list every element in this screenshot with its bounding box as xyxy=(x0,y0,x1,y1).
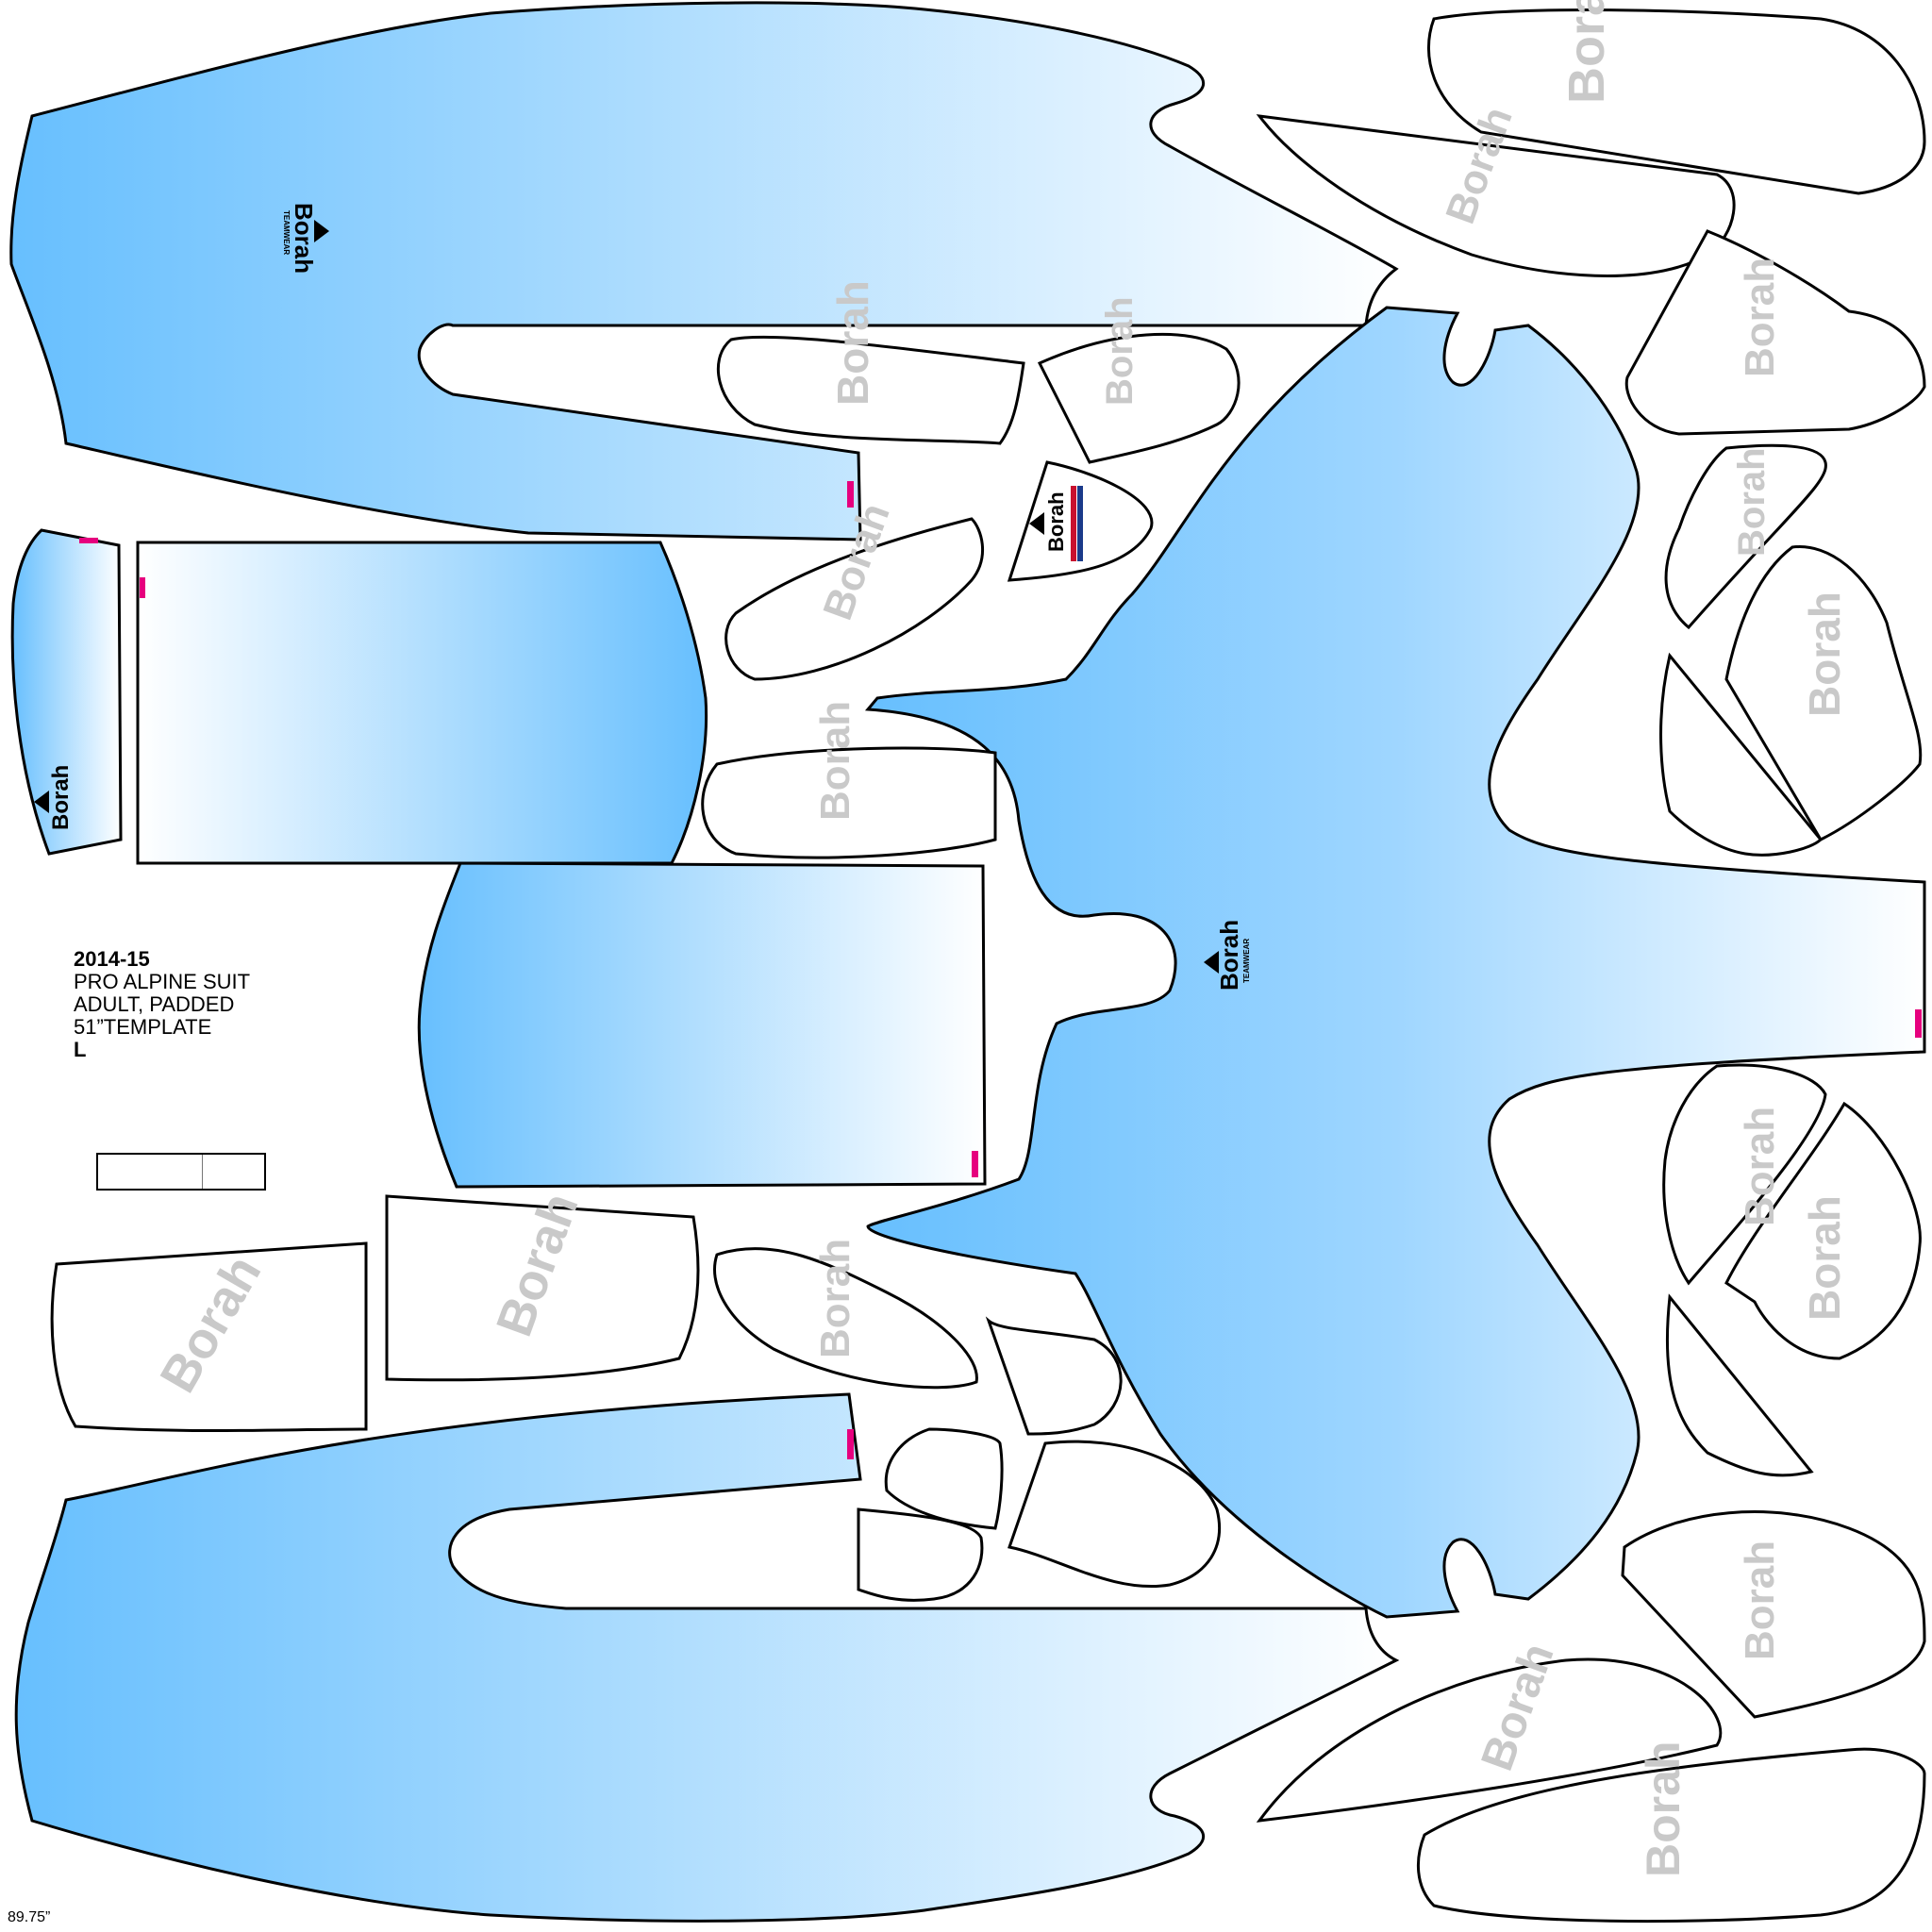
insert-panel xyxy=(385,1194,700,1382)
brand-logo-upper-leg: Borah TEAMWEAR xyxy=(282,203,329,274)
insert-panel xyxy=(1624,229,1926,436)
insert-panel xyxy=(716,335,1025,445)
svg-text:Borah: Borah xyxy=(1800,1195,1849,1321)
svg-text:Borah: Borah xyxy=(1737,1541,1783,1660)
scale-divider xyxy=(202,1155,203,1189)
season-label: 2014-15 xyxy=(74,947,150,971)
size-tag xyxy=(79,538,98,543)
torso-panel xyxy=(864,306,1926,1619)
brand-logo-text: Borah xyxy=(48,765,74,830)
svg-text:Borah: Borah xyxy=(1731,447,1773,557)
size-tag xyxy=(140,577,145,598)
insert-panel xyxy=(1416,1747,1926,1924)
brand-logo-sub: TEAMWEAR xyxy=(282,210,291,255)
sleeve-panel-left xyxy=(136,541,708,865)
scale-reference-box xyxy=(96,1153,266,1191)
flag-stripes xyxy=(1071,486,1076,561)
brand-logo-strip: Borah xyxy=(34,765,74,830)
svg-text:Borah: Borah xyxy=(1558,0,1615,104)
insert-panel xyxy=(50,1241,368,1433)
size-tag xyxy=(1915,1009,1922,1038)
insert-panel xyxy=(1665,1293,1814,1477)
size-tag xyxy=(972,1151,978,1177)
brand-logo-text: Borah xyxy=(290,203,318,274)
insert-panel xyxy=(884,1427,1004,1530)
brand-logos: Borah TEAMWEAR Borah Borah TEAMWEAR Bora… xyxy=(34,203,1251,991)
size-tags xyxy=(79,481,1922,1459)
svg-text:Borah: Borah xyxy=(1637,1741,1690,1877)
insert-panel xyxy=(1664,443,1827,630)
mountain-icon xyxy=(1029,512,1044,535)
mountain-icon xyxy=(34,791,49,813)
insert-panels xyxy=(50,8,1926,1924)
template-title-block: 2014-15 PRO ALPINE SUIT ADULT, PADDED 51… xyxy=(74,948,250,1061)
dimension-label: 89.75” xyxy=(8,1909,51,1925)
svg-text:Borah: Borah xyxy=(812,1239,858,1358)
product-name: PRO ALPINE SUIT xyxy=(74,970,251,993)
svg-text:Borah: Borah xyxy=(1800,591,1849,717)
collar-strip-panel xyxy=(10,528,123,856)
brand-logo-text: Borah xyxy=(1215,920,1243,991)
insert-panel xyxy=(724,517,985,681)
template-width: 51”TEMPLATE xyxy=(74,1015,212,1039)
insert-panel xyxy=(1256,1657,1723,1823)
svg-text:Borah: Borah xyxy=(1099,296,1141,406)
insert-panel xyxy=(1659,652,1824,857)
insert-panel xyxy=(1724,545,1923,841)
mountain-icon xyxy=(1204,951,1219,974)
insert-panel xyxy=(857,1507,984,1602)
insert-panel xyxy=(985,1316,1123,1436)
brand-logo-text: Borah xyxy=(1044,491,1068,552)
svg-text:Borah: Borah xyxy=(1737,258,1783,377)
insert-panel xyxy=(1621,1510,1926,1719)
svg-text:Borah: Borah xyxy=(828,280,877,406)
insert-panel xyxy=(1008,1440,1222,1588)
insert-panel xyxy=(1037,332,1241,464)
insert-panel xyxy=(1662,1063,1827,1286)
brand-logo-badge: Borah xyxy=(1029,486,1083,561)
insert-panel xyxy=(1724,1101,1922,1360)
flag-stripes xyxy=(1077,486,1083,561)
svg-text:Borah: Borah xyxy=(1737,1107,1783,1226)
size-label: L xyxy=(74,1038,87,1061)
upper-leg-panel xyxy=(9,1,1399,541)
insert-panel xyxy=(1426,8,1926,195)
svg-text:Borah: Borah xyxy=(812,701,858,821)
sleeve-panel-center xyxy=(417,861,987,1189)
size-tag xyxy=(847,1429,854,1459)
insert-panel xyxy=(713,1247,978,1390)
brand-logo-torso: Borah TEAMWEAR xyxy=(1204,920,1251,991)
brand-logo-sub: TEAMWEAR xyxy=(1242,939,1251,983)
lower-leg-panel xyxy=(14,1392,1400,1923)
insert-panel xyxy=(1256,114,1736,277)
size-tag xyxy=(847,481,854,508)
product-variant: ADULT, PADDED xyxy=(74,992,235,1016)
insert-panel xyxy=(701,746,997,859)
mountain-icon xyxy=(314,220,329,242)
